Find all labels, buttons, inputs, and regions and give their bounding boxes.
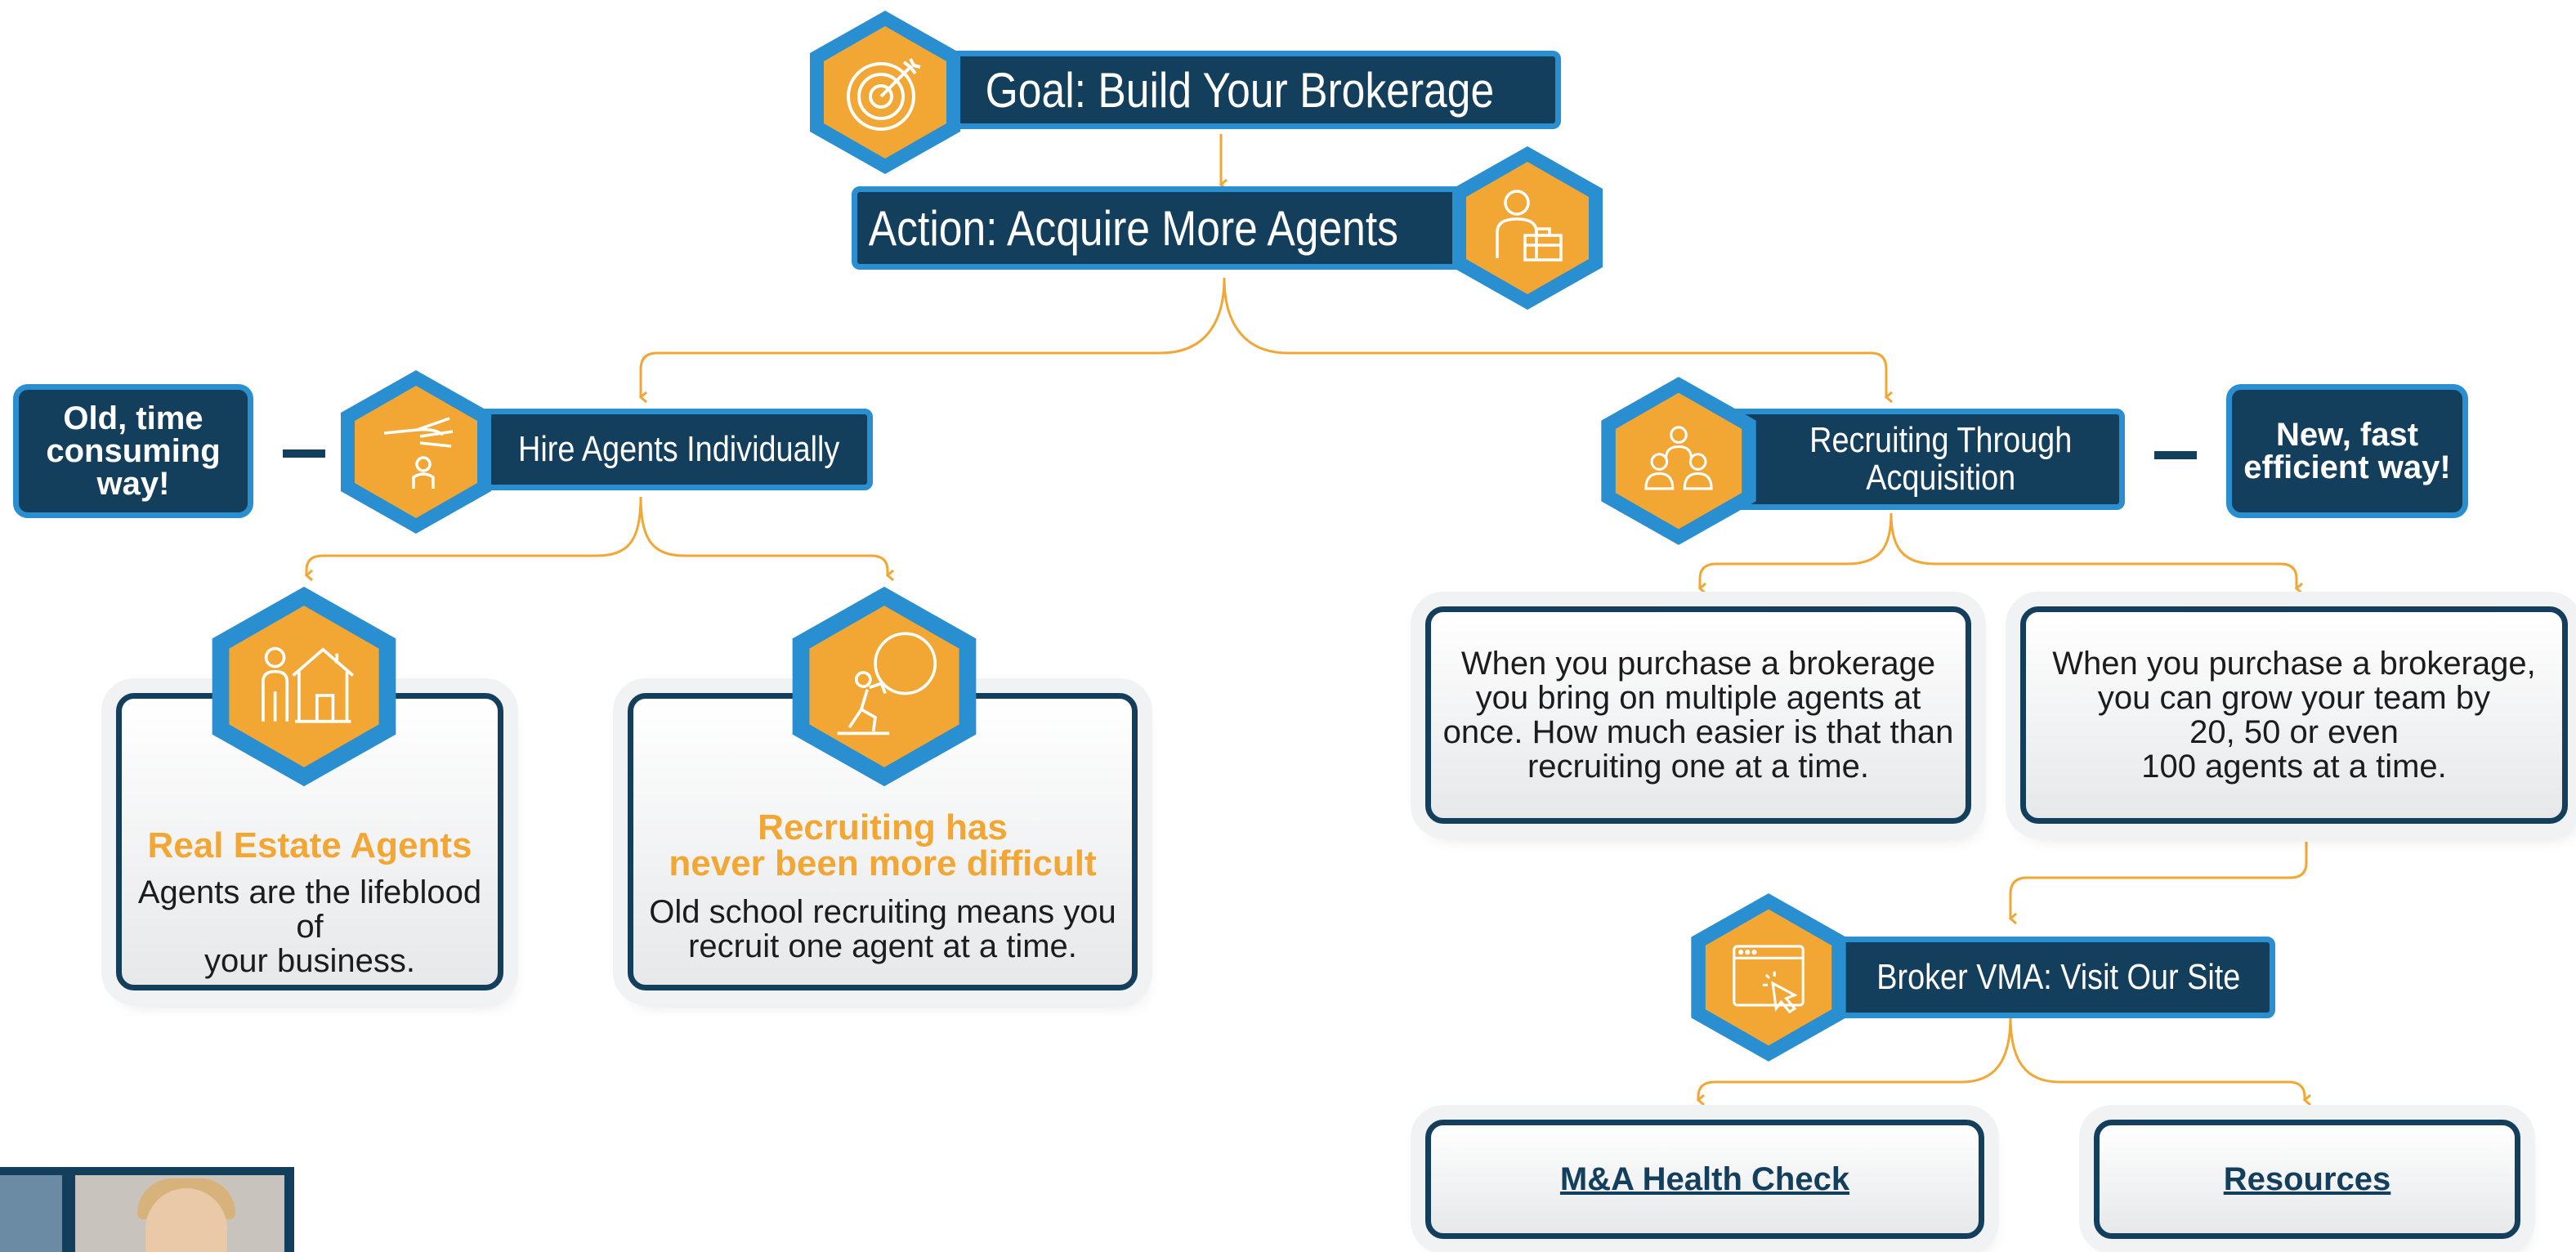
card-text-line: 100 agents at a time. (2141, 749, 2447, 785)
health-check-link[interactable]: M&A Health Check (1559, 1160, 1850, 1197)
pushing-boulder-icon (837, 632, 937, 736)
card-text-line: once. How much easier is that than (1442, 714, 1954, 750)
card-title: Real Estate Agents (147, 825, 472, 865)
card-text-line: When you purchase a brokerage, (2052, 646, 2536, 682)
agent-house-icon (262, 646, 355, 723)
presenter-photo (0, 1167, 294, 1252)
real-estate-agents-card: Real Estate Agents Agents are the lifebl… (116, 693, 503, 990)
card-text-line: recruit one agent at a time. (688, 928, 1077, 964)
new-way-line: efficient way! (2243, 449, 2451, 485)
target-icon (847, 58, 921, 131)
card-text-line: your business. (204, 943, 415, 979)
hire-individually-label: Hire Agents Individually (518, 428, 840, 469)
right-dash (2154, 451, 2197, 459)
grow-team-card: When you purchase a brokerage, you can g… (2020, 606, 2568, 824)
goal-label: Goal: Build Your Brokerage (985, 62, 1495, 118)
card-text: Old school recruiting means you recruit … (649, 895, 1116, 964)
card-text: When you purchase a brokerage, you can g… (2052, 646, 2535, 784)
card-text-line: Old school recruiting means you (649, 894, 1116, 930)
goal-hexagon (807, 8, 963, 177)
goal-title-bar: Goal: Build Your Brokerage (919, 51, 1561, 129)
card-title-line: Recruiting has (758, 807, 1008, 847)
recruiting-acquisition-line: Acquisition (1866, 458, 2016, 498)
card-text-line: When you purchase a brokerage (1460, 646, 1936, 682)
visit-site-hexagon[interactable] (1688, 891, 1849, 1064)
left-dash (283, 449, 325, 458)
visit-site-bar[interactable]: Broker VMA: Visit Our Site (1809, 937, 2275, 1018)
new-way-note: New, fast efficient way! (2226, 384, 2468, 518)
hire-individually-bar: Hire Agents Individually (469, 409, 873, 490)
recruiting-acquisition-label: Recruiting Through Acquisition (1809, 419, 2073, 498)
old-way-line: consuming (46, 433, 221, 469)
hand-pointing-person-icon (383, 417, 454, 489)
team-group-icon (1644, 426, 1713, 490)
action-label: Action: Acquire More Agents (868, 200, 1399, 256)
action-title-bar: Action: Acquire More Agents (852, 186, 1505, 270)
old-way-line: way! (96, 466, 170, 502)
card-text: When you purchase a brokerage you bring … (1443, 646, 1954, 784)
hire-individually-hexagon (338, 368, 494, 536)
recruiting-acquisition-hexagon (1599, 374, 1759, 548)
old-way-note: Old, time consuming way! (13, 384, 253, 518)
browser-click-icon (1733, 945, 1805, 1014)
card-title: Recruiting has never been more difficult (669, 810, 1096, 882)
card-text-line: you can grow your team by (2097, 680, 2491, 716)
card-text: Agents are the lifeblood of your busines… (122, 875, 498, 978)
old-way-line: Old, time (63, 400, 203, 436)
resources-link[interactable]: Resources (2223, 1160, 2391, 1197)
card-text-line: Agents are the lifeblood of (137, 874, 482, 945)
recruiting-acquisition-line: Recruiting Through (1809, 419, 2073, 460)
businessman-briefcase-icon (1496, 190, 1563, 262)
resources-link-card[interactable]: Resources (2094, 1120, 2520, 1239)
card-title-line: never been more difficult (669, 843, 1097, 883)
visit-site-label[interactable]: Broker VMA: Visit Our Site (1876, 956, 2241, 997)
card-text-line: you bring on multiple agents at (1475, 680, 1921, 716)
action-hexagon (1450, 144, 1605, 312)
card-text-line: recruiting one at a time. (1527, 749, 1869, 785)
health-check-link-card[interactable]: M&A Health Check (1425, 1120, 1984, 1239)
real-estate-agents-hexagon (209, 584, 399, 789)
bring-multiple-agents-card: When you purchase a brokerage you bring … (1425, 606, 1971, 824)
card-text-line: 20, 50 or even (2189, 714, 2399, 750)
recruiting-difficult-hexagon (789, 584, 979, 789)
new-way-line: New, fast (2275, 417, 2419, 453)
recruiting-acquisition-bar: Recruiting Through Acquisition (1724, 409, 2125, 510)
